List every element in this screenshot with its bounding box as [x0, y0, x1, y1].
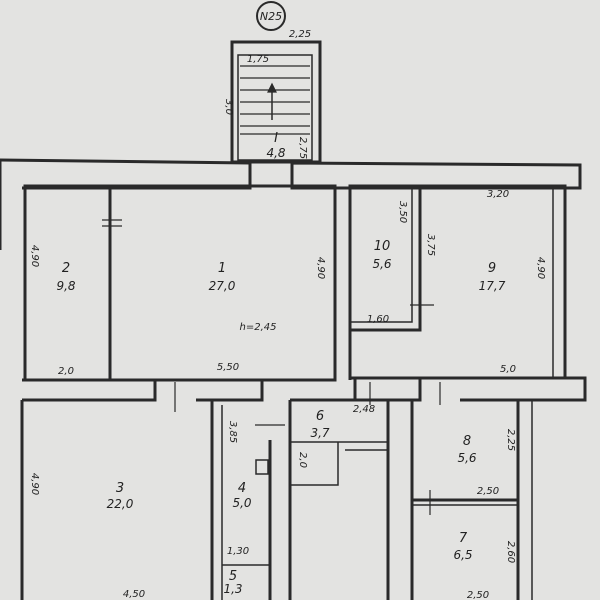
stair-treads: [240, 65, 310, 135]
upper-right-block: [348, 184, 567, 380]
dim-room3-width: 4,50: [123, 589, 145, 600]
dimension-ticks: [102, 219, 441, 515]
dim-room7-width: 2,50: [467, 590, 489, 600]
dim-right-width: 5,0: [500, 364, 516, 375]
dim-stair-side: 2,75: [297, 137, 308, 159]
dim-room5-width: 1,30: [227, 546, 249, 557]
room-area-2: 9,8: [56, 279, 75, 293]
dim-room10-side: 3,75: [425, 234, 436, 256]
dim-room6-width: 2,48: [353, 404, 375, 415]
room-area-10: 5,6: [372, 257, 391, 271]
top-wall-left: [0, 158, 252, 190]
room-area-6: 3,7: [310, 426, 329, 440]
stair-arrow-head: [267, 82, 277, 93]
room-area-stair: 4,8: [266, 146, 285, 160]
dim-room1-width: 5,50: [217, 362, 239, 373]
room-area-7: 6,5: [453, 548, 472, 562]
room-number-7: 7: [459, 531, 468, 546]
walls: [0, 40, 587, 600]
room-labels: I 4,8 2 9,8 1 27,0 h=2,45 10 5,6 9 17,7 …: [56, 131, 505, 596]
room-number-6: 6: [316, 409, 324, 424]
stair-number-circle: [256, 1, 286, 31]
room-area-5: 1,3: [223, 582, 242, 596]
room10-wall: [350, 186, 422, 332]
dim-room10-width: 1,60: [367, 314, 389, 325]
dim-room6-height: 2,0: [297, 452, 308, 468]
dim-room2-width: 2,0: [58, 366, 74, 377]
top-wall-right: [290, 161, 582, 190]
dim-room10-height: 3,50: [397, 201, 408, 223]
dim-stair-inner: 1,75: [247, 54, 269, 65]
dim-room8-height: 2,25: [505, 429, 516, 451]
room-area-9: 17,7: [479, 279, 506, 293]
room-number-5: 5: [229, 569, 237, 584]
mid-wall-b: [196, 378, 264, 402]
room6-step: [290, 442, 339, 486]
room-number-1: 1: [218, 261, 226, 276]
room-area-8: 5,6: [457, 451, 476, 465]
stair-outline: [230, 40, 322, 164]
room-number-9: 9: [488, 261, 496, 276]
dim-room8-width: 2,50: [477, 486, 499, 497]
fixture: [255, 459, 269, 475]
dim-room3-height: 4,90: [29, 473, 40, 495]
dim-room9-width: 3,20: [487, 189, 509, 200]
stair-inner: [237, 54, 313, 161]
mid-wall-a: [22, 378, 157, 402]
room-number-2: 2: [62, 261, 70, 276]
room-number-4: 4: [238, 481, 246, 496]
dim-room9-height: 4,90: [535, 257, 546, 279]
dim-room2-height: 4,90: [29, 245, 40, 267]
room-number-stair: I: [274, 131, 278, 146]
room-area-4: 5,0: [232, 496, 251, 510]
stair-number: N25: [260, 10, 282, 23]
room-area-3: 22,0: [107, 497, 134, 511]
dim-stair-height: 3,0: [223, 99, 234, 115]
room-number-8: 8: [463, 434, 471, 449]
room-height-1: h=2,45: [240, 322, 277, 333]
room-number-3: 3: [116, 481, 124, 496]
room-area-1: 27,0: [209, 279, 236, 293]
room6-outline: [290, 398, 390, 600]
dim-room1-height: 4,90: [315, 257, 326, 279]
room-number-10: 10: [374, 239, 391, 254]
dim-room7-height: 2,60: [505, 541, 516, 563]
room10-inner: [350, 186, 413, 323]
mid-wall-d: [388, 376, 422, 402]
mid-wall-e: [460, 376, 587, 402]
dimension-labels: 2,25 1,75 3,0 2,75 4,90 2,0 5,50 4,90 3,…: [29, 29, 546, 600]
dim-room4-height: 3,85: [227, 421, 238, 443]
dim-stair-width-top: 2,25: [289, 29, 311, 40]
